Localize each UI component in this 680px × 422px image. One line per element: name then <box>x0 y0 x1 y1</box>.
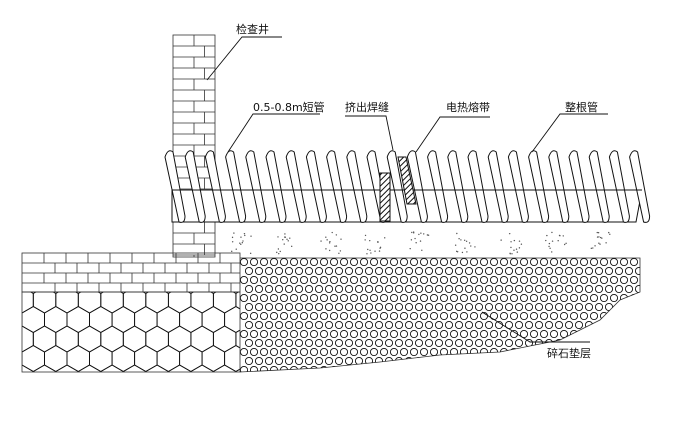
extrusion-weld-mark <box>379 172 391 222</box>
pipe-rib <box>406 150 428 223</box>
pipe-rib <box>548 150 570 223</box>
pipe-rib <box>427 150 449 223</box>
corrugated-pipe <box>164 150 651 223</box>
label-electrofusion-band: 电热熔带 <box>446 101 490 114</box>
pipe-rib <box>285 150 307 223</box>
pipe-rib <box>326 150 348 223</box>
pipe-rib <box>507 150 529 223</box>
pipe-rib <box>568 150 590 223</box>
pipe-rib <box>467 150 489 223</box>
pipe-rib <box>204 150 226 223</box>
label-manhole: 检查井 <box>236 23 269 36</box>
pipe-rib <box>245 150 267 223</box>
pipe-rib <box>528 150 550 223</box>
gravel-outline <box>239 257 641 373</box>
pipe-rib <box>184 150 206 223</box>
pipe-rib <box>487 150 509 223</box>
pipe-rib <box>588 150 610 223</box>
label-extrusion-weld: 挤出焊缝 <box>345 101 389 114</box>
pipe-rib <box>608 150 630 223</box>
pipe-rib <box>265 150 287 223</box>
pipe-rib <box>447 150 469 223</box>
label-gravel-bedding: 碎石垫层 <box>547 347 591 360</box>
pipe-rib <box>225 150 247 223</box>
label-full-pipe: 整根管 <box>565 101 598 114</box>
electrofusion-band-mark <box>397 156 417 205</box>
label-short-pipe: 0.5-0.8m短管 <box>253 101 325 114</box>
pipe-rib <box>386 150 408 223</box>
pipe-rib <box>346 150 368 223</box>
hexagon-foundation <box>22 292 240 372</box>
pipe-rib <box>629 150 651 223</box>
pipe-rib <box>164 150 186 223</box>
leader-lines <box>206 36 608 343</box>
sand-layer <box>231 231 611 255</box>
pipe-rib <box>305 150 327 223</box>
